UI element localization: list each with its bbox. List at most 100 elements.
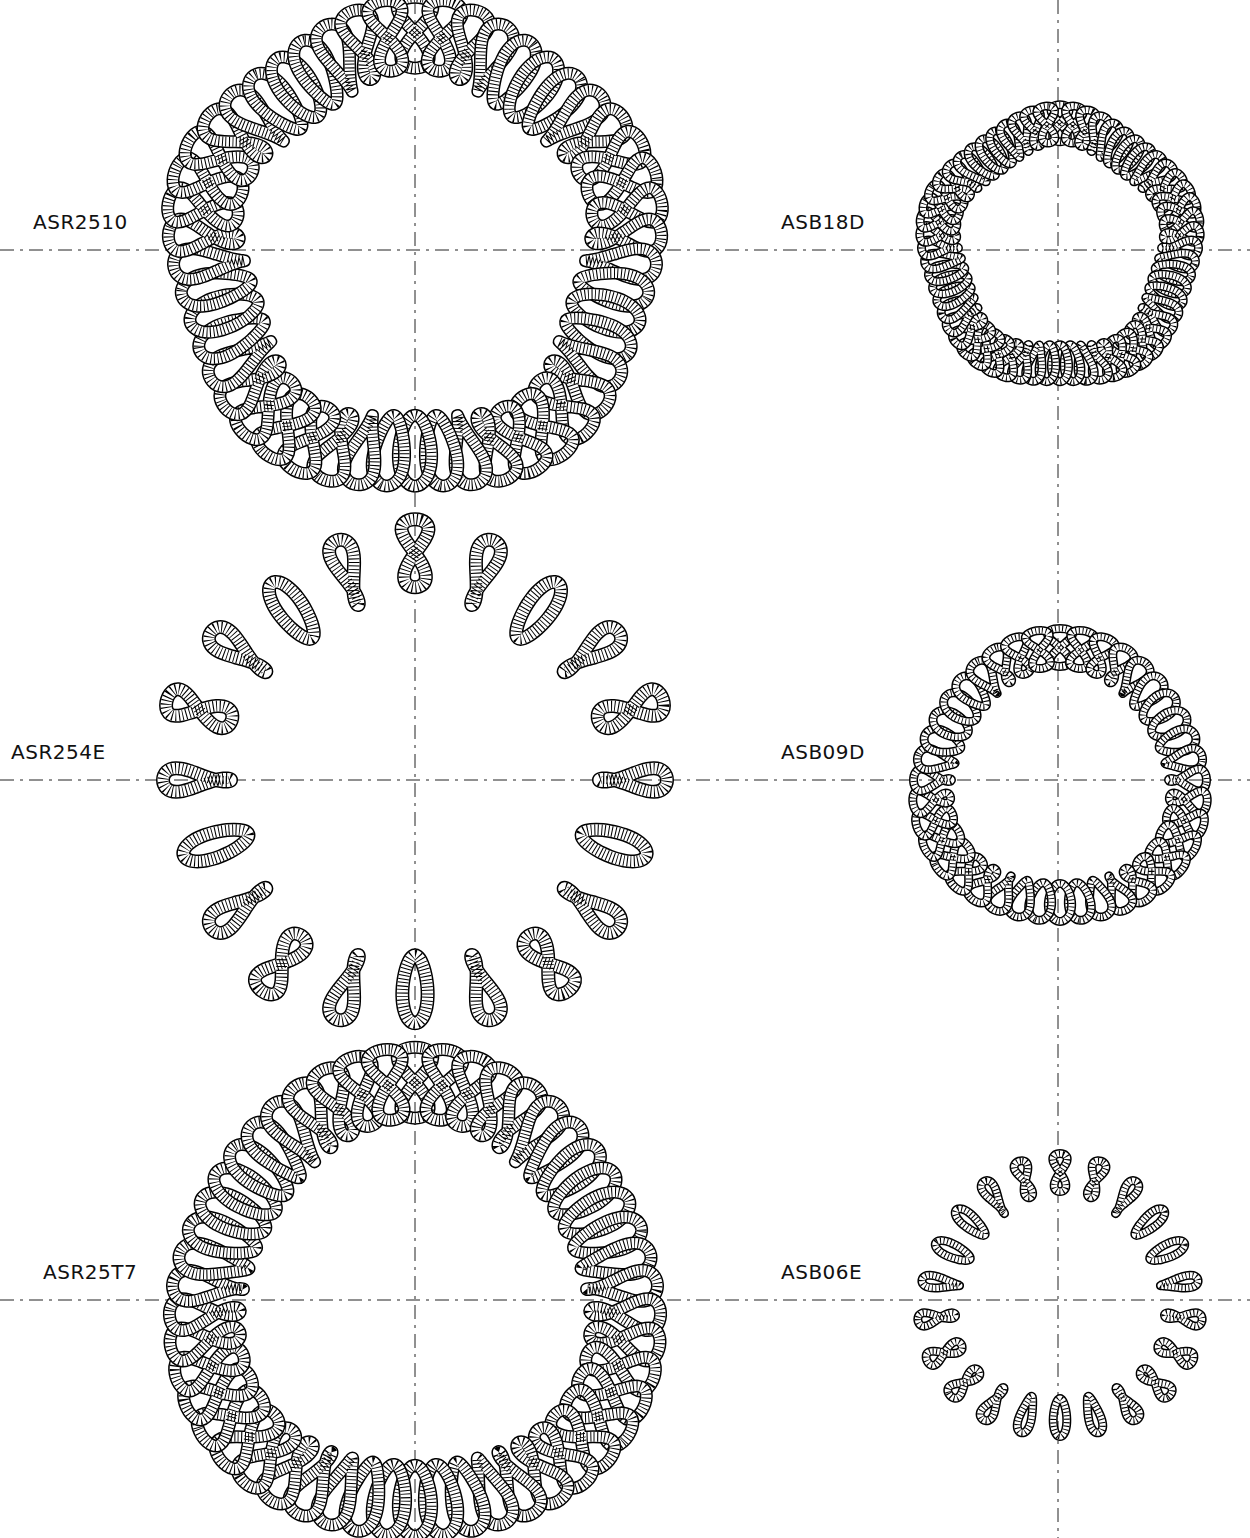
coil-hatch: [183, 830, 248, 862]
coil-hatch: [1140, 1369, 1172, 1399]
coil-hatch: [926, 1342, 962, 1366]
coil-hatch: [1160, 1275, 1198, 1288]
coil-outline: [1053, 1154, 1067, 1192]
coil: [1014, 1161, 1033, 1198]
coil: [1140, 1369, 1172, 1399]
coil-hatch: [1087, 1396, 1102, 1433]
coil-outline: [1150, 1241, 1185, 1261]
coil-hatch: [1087, 1161, 1106, 1198]
coil-face: [255, 934, 307, 995]
coil-ring: [913, 628, 1207, 921]
coil-outline: [1037, 106, 1055, 143]
coil-outline: [183, 830, 248, 862]
coil-outline: [1135, 1209, 1165, 1236]
coil-hatch: [564, 888, 621, 933]
coil-outline: [980, 1388, 1004, 1421]
coil-outline: [166, 689, 232, 728]
coil-outline: [564, 888, 621, 933]
coil-face: [564, 627, 621, 672]
coil: [209, 627, 266, 672]
coil: [926, 1342, 962, 1366]
coil-outline: [516, 582, 561, 639]
coil-face: [918, 1313, 956, 1326]
coil: [471, 540, 501, 605]
coil-ring: [169, 1047, 660, 1536]
coil-face: [1025, 631, 1050, 669]
coil-outline: [981, 1181, 1004, 1214]
coil-face: [368, 1, 403, 72]
coil-hatch: [516, 582, 561, 639]
coil-hatch: [1116, 1388, 1140, 1421]
coil-hatch: [948, 1369, 980, 1399]
coil-hatch: [564, 627, 621, 672]
configuration-label: ASR2510: [30, 210, 131, 234]
coil: [582, 830, 647, 862]
coil: [1053, 1399, 1067, 1437]
coil-outline: [1025, 631, 1050, 669]
coil-hatch: [367, 1050, 404, 1121]
coil-outline: [209, 627, 266, 672]
coil-hatch: [599, 768, 667, 792]
coil-outline: [1014, 1161, 1033, 1198]
coil-hatch: [598, 689, 664, 728]
coil: [1116, 1181, 1139, 1214]
coil-face: [209, 627, 266, 672]
coil-face: [1014, 1161, 1033, 1198]
coil-hatch: [1158, 1342, 1194, 1366]
coil-hatch: [955, 1209, 985, 1236]
coil: [564, 888, 621, 933]
coil: [1017, 1396, 1032, 1433]
coil-outline: [1140, 1369, 1172, 1399]
coil-outline: [1017, 1396, 1032, 1433]
coil-outline: [1087, 1161, 1106, 1198]
coil: [1037, 106, 1055, 143]
coil-face: [166, 689, 232, 728]
coil-face: [980, 1388, 1004, 1421]
coil-outline: [598, 689, 664, 728]
coil: [209, 888, 266, 933]
coil-face: [269, 582, 314, 639]
coil-face: [981, 1181, 1004, 1214]
coil: [935, 1241, 970, 1261]
coil: [175, 1347, 245, 1391]
coil-outline: [1158, 1342, 1194, 1366]
coil: [329, 540, 359, 605]
coil-hatch: [329, 955, 359, 1020]
coil-face: [471, 955, 501, 1020]
coil-outline: [329, 955, 359, 1020]
coil-face: [402, 519, 429, 587]
coil-face: [1160, 1275, 1198, 1288]
coil-outline: [402, 519, 429, 587]
coil-face: [1037, 106, 1055, 143]
configuration-label: ASB06E: [778, 1260, 865, 1284]
coil-face: [1087, 1161, 1106, 1198]
coil: [367, 1050, 404, 1121]
coil-hatch: [329, 540, 359, 605]
coil-outline: [255, 934, 307, 995]
coil: [368, 1, 403, 72]
coil-hatch: [1017, 1396, 1032, 1433]
configuration-label: ASB09D: [778, 740, 868, 764]
coil: [980, 1388, 1004, 1421]
coil: [329, 955, 359, 1020]
coil-face: [1116, 1388, 1140, 1421]
coil-outline: [329, 540, 359, 605]
coil-face: [183, 830, 248, 862]
coil-hatch: [523, 934, 575, 995]
coil-hatch: [163, 768, 231, 792]
coil-outline: [948, 1369, 980, 1399]
configuration-label: ASR25T7: [40, 1260, 140, 1284]
coil-outline: [1116, 1388, 1140, 1421]
coil-outline: [1164, 1313, 1202, 1326]
coil-face: [582, 830, 647, 862]
coil-outline: [1087, 1396, 1102, 1433]
coil-face: [367, 1050, 404, 1121]
coil: [1164, 1313, 1202, 1326]
coil-face: [175, 1347, 245, 1391]
coil: [1087, 1396, 1102, 1433]
coil: [1160, 1275, 1198, 1288]
coil-outline: [926, 1342, 962, 1366]
coil-face: [471, 540, 501, 605]
coil: [1116, 1388, 1140, 1421]
